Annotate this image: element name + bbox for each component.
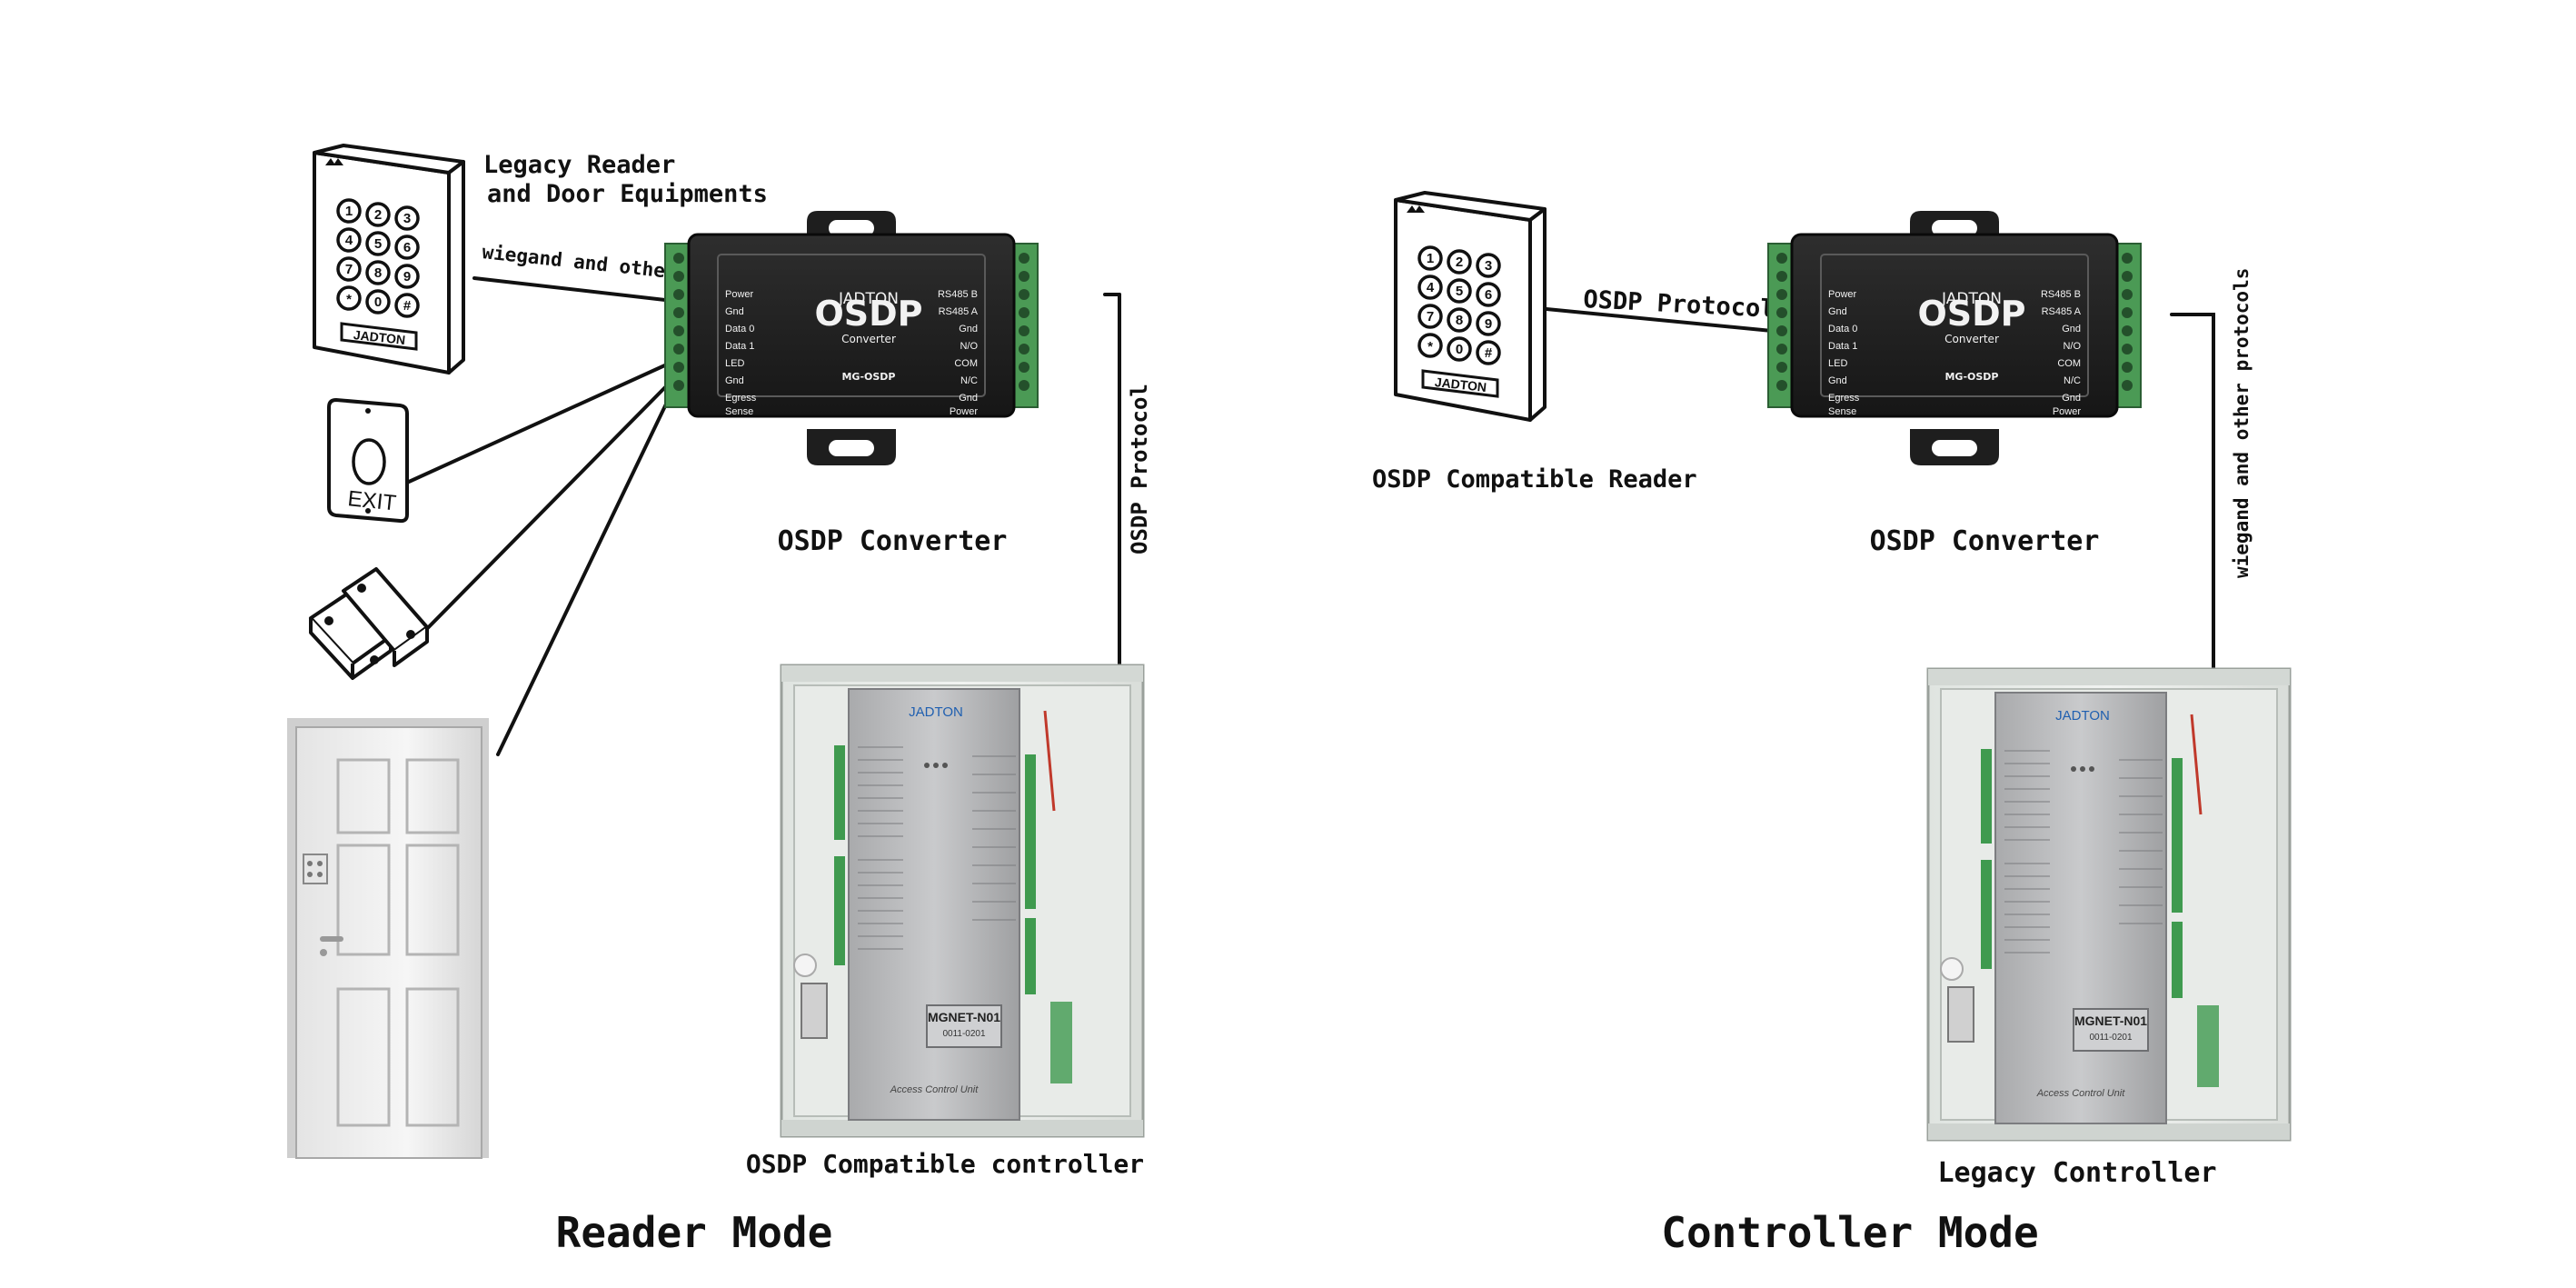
converter-right-pin: Gnd [959,324,978,334]
converter-left-pin: Data 1 [725,341,754,352]
converter-product-text: OSDP [1917,294,2025,334]
controller-serial-text: 0011-0201 [2089,1033,2133,1043]
osdp-compatible-reader-label: OSDP Compatible Reader [1372,465,1697,494]
controller-model-text: MGNET-N01 [928,1010,1000,1024]
reader-mode-converter: OSDP JADTON Converter MG-OSDP Power Gnd … [663,209,1039,467]
converter-brand-text: JADTON [838,290,899,308]
converter-right-pin: COM [2057,358,2081,369]
converter-left-pin: LED [725,358,744,369]
controller-mode-section: OSDP Protocol OSDP Compatible Reader OSD… [1372,191,2292,1257]
converter-left-pin: Power [725,289,754,300]
converter-model-text: MG-OSDP [1944,371,1998,383]
converter-right-pin: N/C [2064,375,2081,386]
converter-right-pin: N/O [2063,341,2081,352]
osdp-compatible-controller-device: JADTON MGNET-N01 0011-0201 Access Contro… [780,664,1145,1138]
converter-right-pin: Gnd [2062,393,2081,404]
converter-left-pin: Data 1 [1828,341,1857,352]
legacy-reader-label-line2: and Door Equipments [487,180,768,208]
converter-right-pin: RS485 A [939,306,979,317]
controller-brand-text: JADTON [909,704,963,720]
converter-right-pin: Gnd [959,393,978,404]
controller-mode-wiegand-label: wiegand and other protocols [2231,268,2253,578]
converter-left-pin: Data 0 [725,324,754,334]
legacy-controller-label: Legacy Controller [1937,1157,2216,1189]
converter-left-pin: Gnd [1828,375,1847,386]
controller-mode-wires [1545,307,2215,674]
exit-button-device: EXIT [327,397,409,524]
door-device [287,718,489,1159]
converter-subtitle-text: Converter [841,333,896,345]
converter-right-pin: Power [950,406,979,417]
controller-mode-converter-label: OSDP Converter [1870,525,2100,557]
legacy-reader-device [313,144,465,374]
converter-right-pin: Power [2053,406,2082,417]
converter-left-pin: Gnd [1828,306,1847,317]
reader-mode-wires [403,276,1121,756]
controller-mode-osdp-protocol-label: OSDP Protocol [1583,285,1776,324]
converter-right-pin: RS485 B [938,289,978,300]
legacy-controller-device: JADTON MGNET-N01 0011-0201 Access Contro… [1926,667,2292,1142]
reader-mode-section: Legacy Reader and Door Equipments wiegan… [287,144,1152,1257]
osdp-compatible-controller-label: OSDP Compatible controller [746,1149,1144,1179]
converter-right-pin: N/C [960,375,978,386]
converter-left-pin: Egress [725,393,757,404]
converter-brand-text: JADTON [1941,290,2002,308]
door-contact-sensor [309,567,429,680]
reader-mode-title: Reader Mode [556,1208,833,1257]
controller-mode-title: Controller Mode [1661,1208,2038,1257]
converter-left-pin: Sense [725,406,753,417]
controller-serial-text: 0011-0201 [942,1029,986,1039]
converter-right-pin: N/O [960,341,978,352]
controller-brand-text: JADTON [2055,708,2110,724]
converter-right-pin: Gnd [2062,324,2081,334]
exit-button-text: EXIT [346,486,397,515]
reader-mode-converter-label: OSDP Converter [778,525,1008,557]
converter-right-pin: COM [954,358,978,369]
converter-left-pin: Data 0 [1828,324,1857,334]
converter-left-pin: Gnd [725,375,744,386]
converter-subtitle-text: Converter [1944,333,1999,345]
osdp-compatible-reader-device [1394,191,1547,422]
converter-left-pin: Power [1828,289,1857,300]
converter-left-pin: LED [1828,358,1847,369]
converter-left-pin: Sense [1828,406,1856,417]
controller-model-text: MGNET-N01 [2074,1013,2147,1028]
converter-model-text: MG-OSDP [841,371,895,383]
reader-mode-osdp-protocol-label: OSDP Protocol [1127,384,1152,554]
controller-footer-text: Access Control Unit [890,1084,980,1095]
converter-product-text: OSDP [814,294,922,334]
converter-left-pin: Gnd [725,306,744,317]
converter-right-pin: RS485 B [2041,289,2081,300]
converter-left-pin: Egress [1828,393,1860,404]
controller-footer-text: Access Control Unit [2036,1088,2126,1099]
controller-mode-converter: OSDP JADTON Converter MG-OSDP Power Gnd … [1766,209,2143,467]
converter-right-pin: RS485 A [2042,306,2082,317]
legacy-reader-label-line1: Legacy Reader [483,151,675,179]
